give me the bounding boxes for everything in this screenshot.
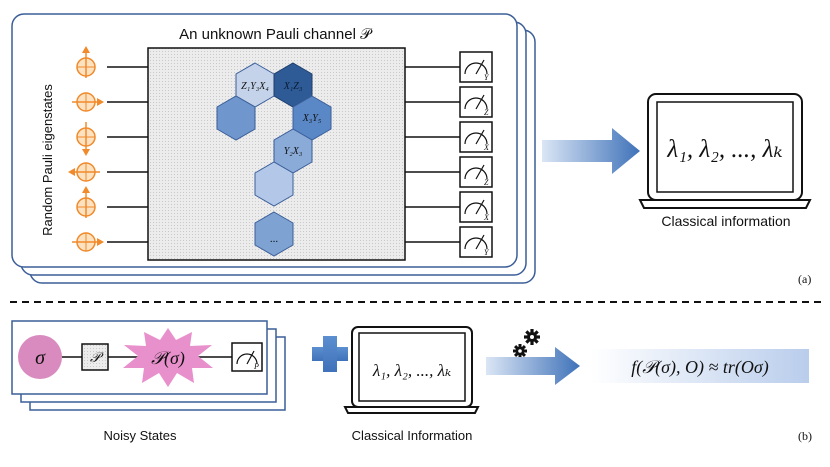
panel-a: An unknown Pauli channel 𝒫 Random Pauli … (11, 13, 812, 286)
flow-arrow-icon (486, 347, 580, 385)
gate-network: Z₁Y₃X₄ X₁Z₃ X₃Y₅ Y₂X₃ ... (216, 62, 332, 257)
meter-basis: P (253, 362, 259, 371)
meter-icon: P (231, 342, 263, 372)
meter-icon: X (459, 121, 493, 153)
panel-tag-a: (a) (798, 272, 811, 286)
laptop-eigenvalues: λ₁, λ₂, ..., λₖ (666, 136, 782, 163)
noise-burst-icon (123, 328, 213, 387)
bloch-state-icon (76, 46, 96, 78)
hex-gate (254, 211, 294, 257)
output-caption: Classical information (661, 213, 790, 229)
meter-icon: Y (459, 51, 493, 83)
input-states (68, 46, 104, 252)
meter-basis: Z (484, 178, 489, 187)
bloch-state-icon (76, 186, 96, 218)
channel-gate (81, 343, 109, 371)
flow-arrow-icon (542, 128, 640, 174)
laptop-eigenvalues: λ₁, λ₂, ..., λₖ (372, 361, 451, 380)
bloch-state-icon (68, 162, 100, 182)
gate-label: X₁Z₃ (283, 81, 303, 92)
meter-basis: Y (484, 248, 490, 257)
meter-basis: X (483, 213, 490, 222)
side-label: Random Pauli eigenstates (40, 84, 55, 236)
meter-basis: Y (484, 73, 490, 82)
measurement-meters: Y Z X Z (459, 51, 493, 258)
hex-gate (254, 161, 294, 207)
state-symbol: σ (35, 347, 46, 369)
meter-icon: X (459, 191, 493, 223)
state-circle (18, 335, 62, 379)
classical-info-caption: Classical Information (352, 428, 473, 443)
gears-icon (513, 329, 540, 358)
plus-icon (312, 336, 348, 372)
input-wires (107, 66, 148, 243)
meter-icon: Z (459, 156, 493, 188)
channel-title: An unknown Pauli channel 𝒫 (179, 26, 373, 43)
bloch-state-icon (76, 122, 96, 156)
panel-b: σ 𝒫 𝒫(σ) P Noisy States λ₁, λ₂, ..., λₖ … (11, 320, 812, 443)
meter-icon: Y (459, 226, 493, 258)
gate-label: X₃Y₅ (302, 113, 322, 124)
panel-tag-b: (b) (798, 429, 812, 443)
bloch-state-icon (72, 232, 104, 252)
meter-basis: Z (484, 108, 489, 117)
result-box (591, 349, 809, 383)
meter-icon: Z (459, 86, 493, 118)
gate-label: ... (270, 233, 279, 245)
noisy-output: 𝒫(σ) (151, 348, 185, 369)
gate-label: Z₁Y₃X₄ (241, 81, 269, 92)
laptop-icon: λ₁, λ₂, ..., λₖ (343, 326, 480, 414)
meter-basis: X (483, 143, 490, 152)
gate-label: Y₂X₃ (284, 146, 303, 157)
result-formula: f(𝒫(σ), O) ≈ tr(Oσ) (631, 357, 769, 378)
laptop-icon: λ₁, λ₂, ..., λₖ (638, 93, 812, 209)
hex-gate (216, 95, 256, 141)
bloch-state-icon (72, 92, 104, 112)
noisy-states-caption: Noisy States (104, 428, 177, 443)
output-wires (405, 66, 460, 243)
